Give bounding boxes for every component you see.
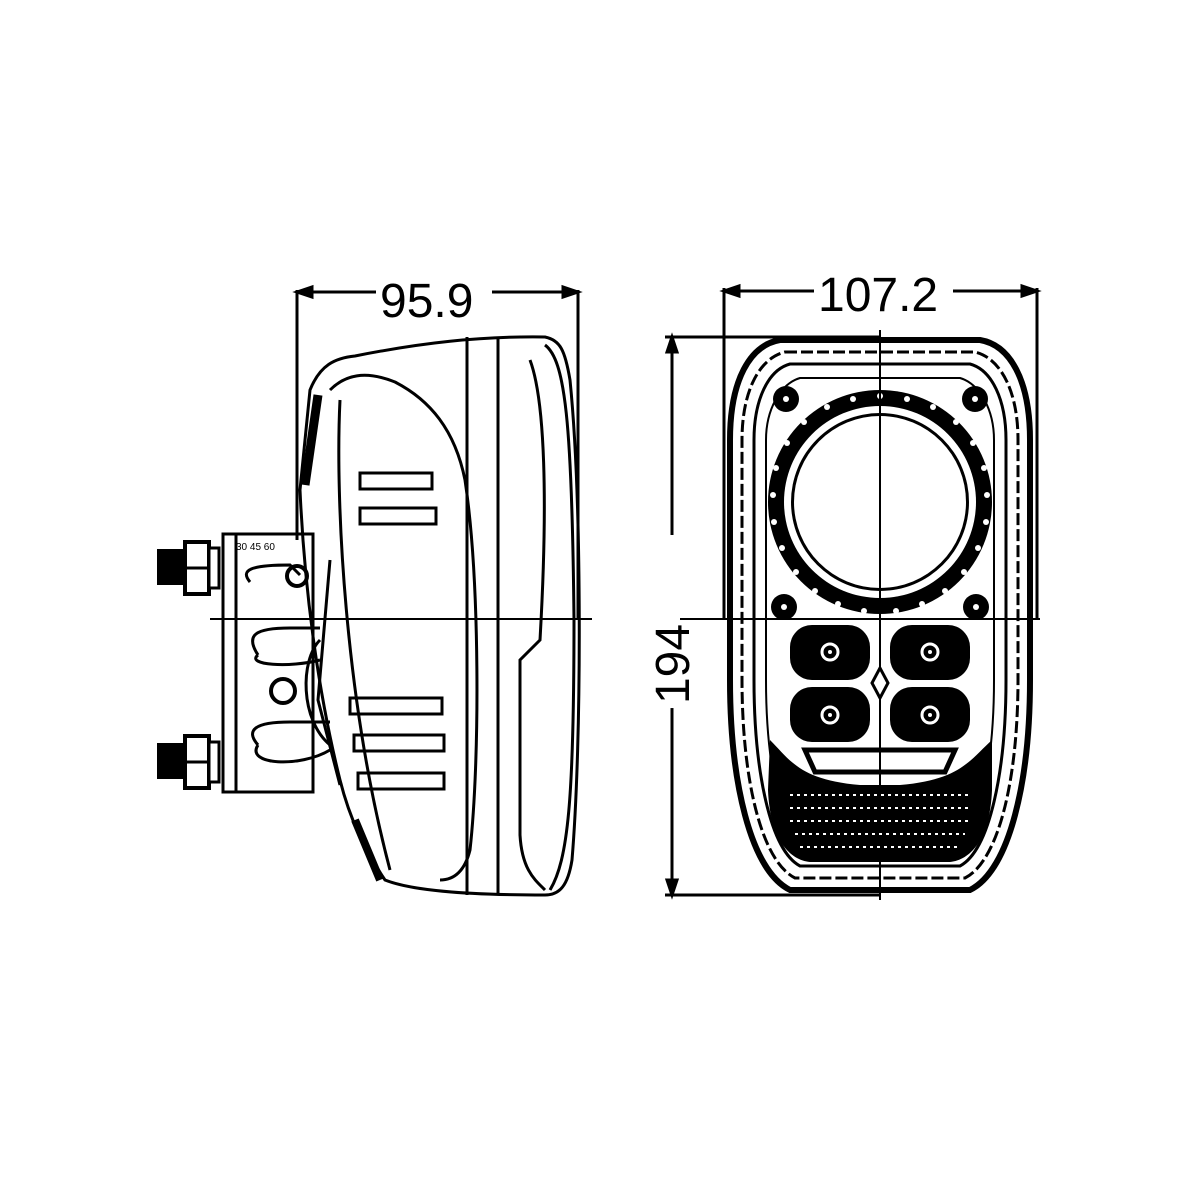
bolt-bottom	[157, 734, 221, 790]
bolt-top	[157, 540, 221, 596]
dimension-label-front-width: 107.2	[814, 272, 943, 320]
lamp-housing-side	[298, 335, 581, 897]
side-view: 30 45 60	[157, 284, 592, 897]
front-view	[664, 283, 1042, 900]
dimension-line-front-width	[719, 283, 1042, 620]
dimension-line-front-height	[664, 332, 880, 900]
led-ring	[768, 390, 992, 614]
light-bar	[801, 747, 959, 775]
dimension-label-front-height: 194	[647, 619, 700, 709]
reflector-grid	[768, 740, 992, 862]
lens-modules	[790, 625, 970, 742]
lamp-housing-front	[727, 337, 1033, 893]
dimension-label-side-width: 95.9	[376, 278, 478, 326]
lens-bottom-left	[790, 687, 870, 742]
lens-bottom-right	[890, 687, 970, 742]
mounting-bracket: 30 45 60	[221, 532, 331, 794]
lens-top-left	[790, 625, 870, 680]
svg-text:30 45 60: 30 45 60	[236, 542, 275, 553]
lens-top-right	[890, 625, 970, 680]
corner-screws	[771, 386, 989, 620]
